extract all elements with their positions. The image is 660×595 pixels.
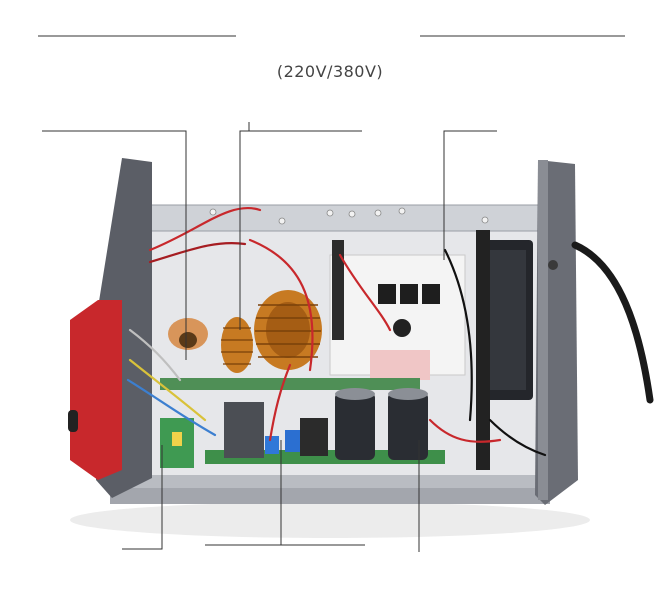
top-rail [139, 204, 551, 232]
callout-line-4 [122, 445, 163, 550]
front-knob [68, 410, 78, 432]
power-cable [571, 241, 654, 404]
callout-line-3 [443, 130, 497, 260]
capacitor-icon [335, 388, 428, 460]
floor-shadow [70, 502, 590, 538]
transformer-coil-icon [254, 290, 322, 370]
callout-line-2 [239, 130, 362, 330]
main-board [160, 378, 420, 390]
voltage-label: (220V/380V) [276, 62, 384, 81]
callout-lines [42, 122, 497, 552]
callout-line-1 [42, 130, 187, 360]
